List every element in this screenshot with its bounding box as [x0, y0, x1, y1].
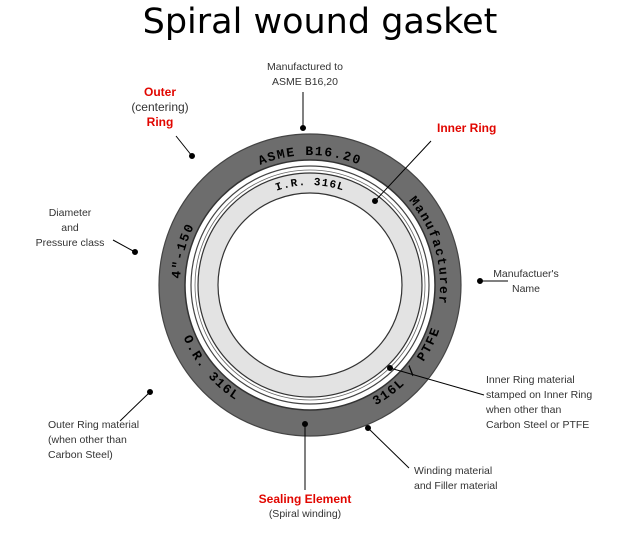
winding-ring-line	[194, 169, 426, 401]
leader-dot	[300, 125, 306, 131]
leader-or-material	[119, 391, 151, 422]
leader-dot	[372, 198, 378, 204]
leader-dot	[147, 389, 153, 395]
label-manufacturer-name: Manufactuer's Name	[493, 268, 559, 295]
label-inner-ring: Inner Ring	[437, 121, 497, 135]
label-winding-material: Winding material and Filler material	[414, 465, 498, 492]
leader-dot	[365, 425, 371, 431]
label-outer-ring-material: Outer Ring material (when other than Car…	[48, 419, 140, 461]
label-outer-ring: Outer (centering) Ring	[131, 85, 189, 129]
leader-winding	[367, 427, 410, 469]
leader-dot	[302, 421, 308, 427]
leader-outer-ring	[175, 135, 193, 157]
leader-dot	[387, 365, 393, 371]
label-inner-ring-material: Inner Ring material stamped on Inner Rin…	[486, 374, 593, 431]
label-diameter-pressure: Diameter and Pressure class	[35, 207, 105, 249]
leader-diameter	[112, 239, 136, 253]
leader-dot	[189, 153, 195, 159]
leader-inner-ring	[374, 140, 432, 202]
leader-ir-material	[389, 367, 485, 396]
inner-ring-edge	[217, 192, 403, 378]
leader-dot	[477, 278, 483, 284]
label-manufactured-to: Manufactured to ASME B16,20	[267, 61, 343, 88]
winding-ring-line	[190, 165, 430, 405]
label-sealing-element: Sealing Element (Spiral winding)	[258, 492, 352, 520]
page-title: Spiral wound gasket	[142, 2, 498, 42]
stamp-inner-ring: I.R. 316L	[274, 177, 346, 195]
leader-dot	[132, 249, 138, 255]
